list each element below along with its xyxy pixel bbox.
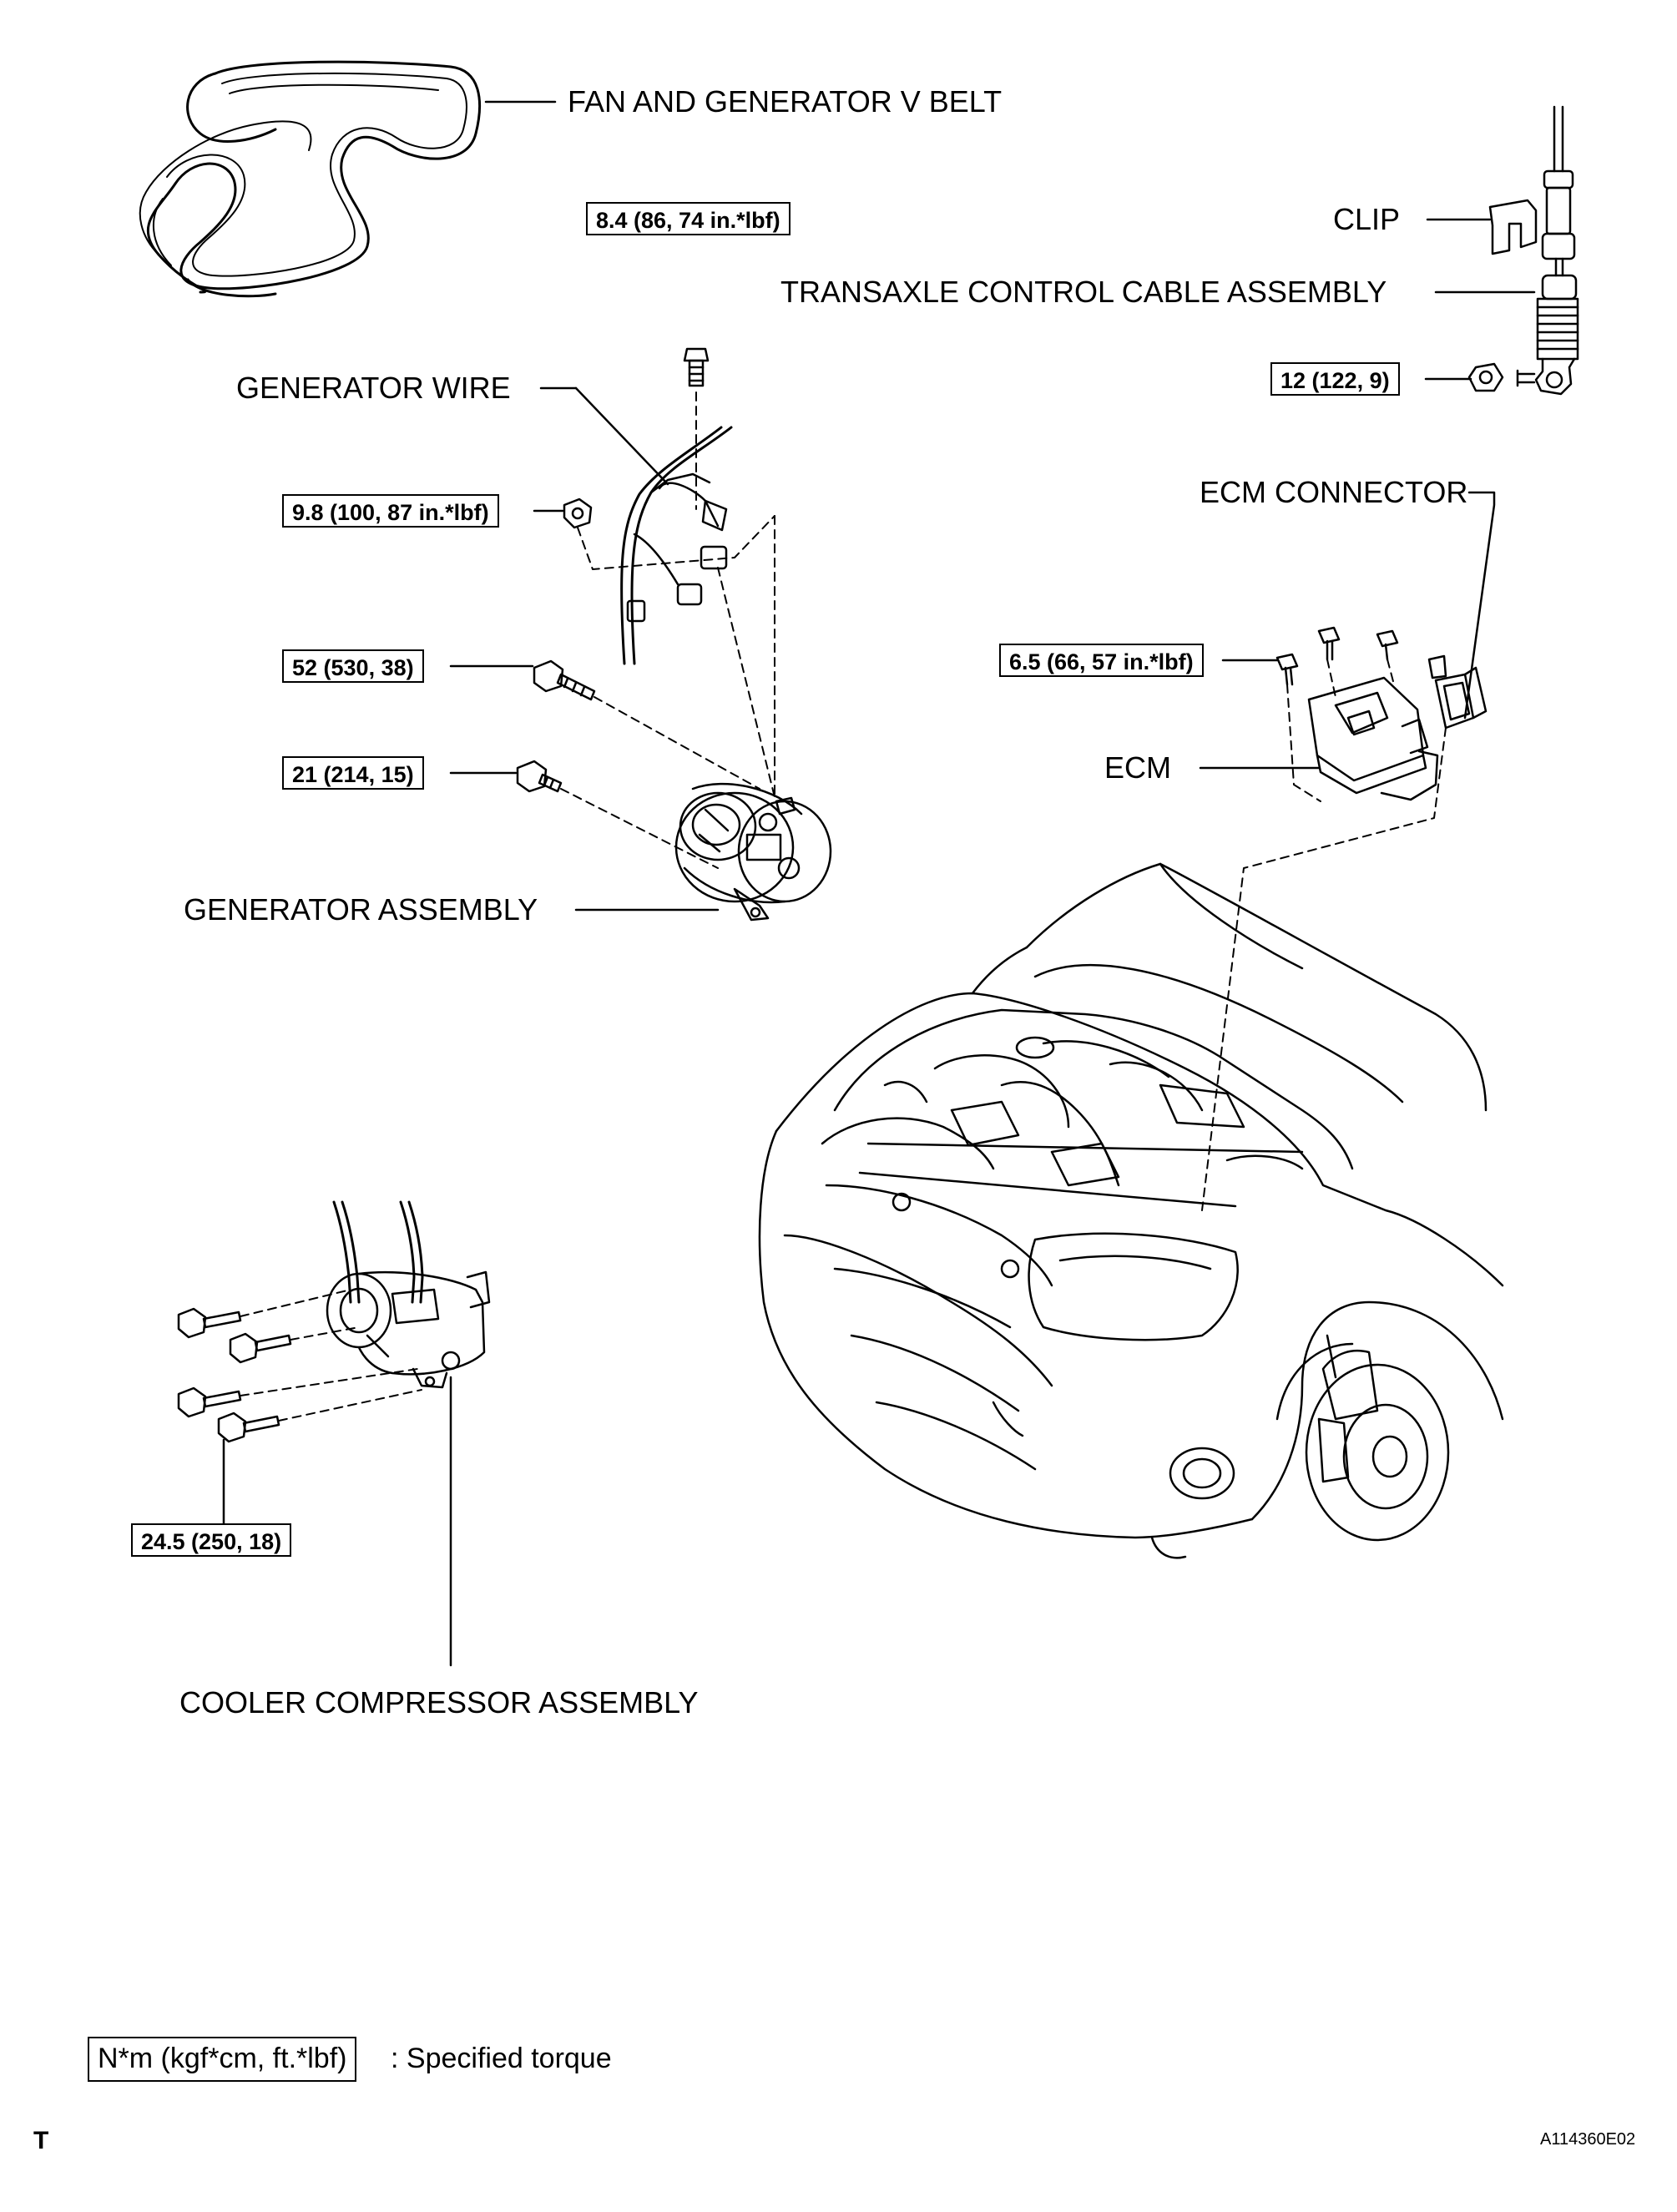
torque-legend-description: : Specified torque <box>391 2043 612 2074</box>
compressor-bolt-2 <box>229 1332 292 1364</box>
ecm-drawing <box>1275 626 1488 801</box>
generator-assembly-label: GENERATOR ASSEMBLY <box>184 892 538 927</box>
torque-transaxle-nut: 12 (122, 9) <box>1270 362 1400 396</box>
torque-generator-wire-bolt: 8.4 (86, 74 in.*lbf) <box>586 202 791 235</box>
generator-wire-label: GENERATOR WIRE <box>236 371 511 405</box>
compressor-bolt-4 <box>217 1412 280 1443</box>
torque-generator-long-bolt: 52 (530, 38) <box>282 649 424 683</box>
ecm-connector-label: ECM CONNECTOR <box>1200 475 1468 509</box>
fan-belt-label: FAN AND GENERATOR V BELT <box>568 84 1003 119</box>
clip-label: CLIP <box>1333 202 1401 236</box>
transaxle-cable-drawing <box>1467 105 1579 396</box>
torque-unit-legend-box: N*m (kgf*cm, ft.*lbf) <box>88 2037 357 2082</box>
generator-wire-drawing <box>620 347 733 665</box>
torque-ecm-bolts: 6.5 (66, 57 in.*lbf) <box>999 644 1204 677</box>
ecm-label: ECM <box>1104 750 1171 785</box>
compressor-bolt-3 <box>177 1386 242 1418</box>
figure-code: A114360E02 <box>1540 2130 1636 2149</box>
torque-compressor-bolts: 24.5 (250, 18) <box>131 1523 292 1557</box>
vehicle-drawing <box>758 862 1504 1559</box>
compressor-bolt-1 <box>177 1307 242 1339</box>
fan-belt-drawing <box>139 60 482 298</box>
generator-assembly-drawing <box>674 782 832 922</box>
transaxle-cable-label: TRANSAXLE CONTROL CABLE ASSEMBLY <box>780 275 1387 309</box>
clip-drawing <box>1488 199 1538 255</box>
torque-generator-terminal-nut: 9.8 (100, 87 in.*lbf) <box>282 494 499 528</box>
generator-long-bolt-drawing <box>533 659 596 701</box>
torque-generator-short-bolt: 21 (214, 15) <box>282 756 424 790</box>
generator-short-bolt-drawing <box>516 760 563 793</box>
corner-letter: T <box>33 2127 49 2154</box>
cooler-compressor-label: COOLER COMPRESSOR ASSEMBLY <box>179 1685 699 1720</box>
cooler-compressor-drawing <box>326 1200 491 1389</box>
